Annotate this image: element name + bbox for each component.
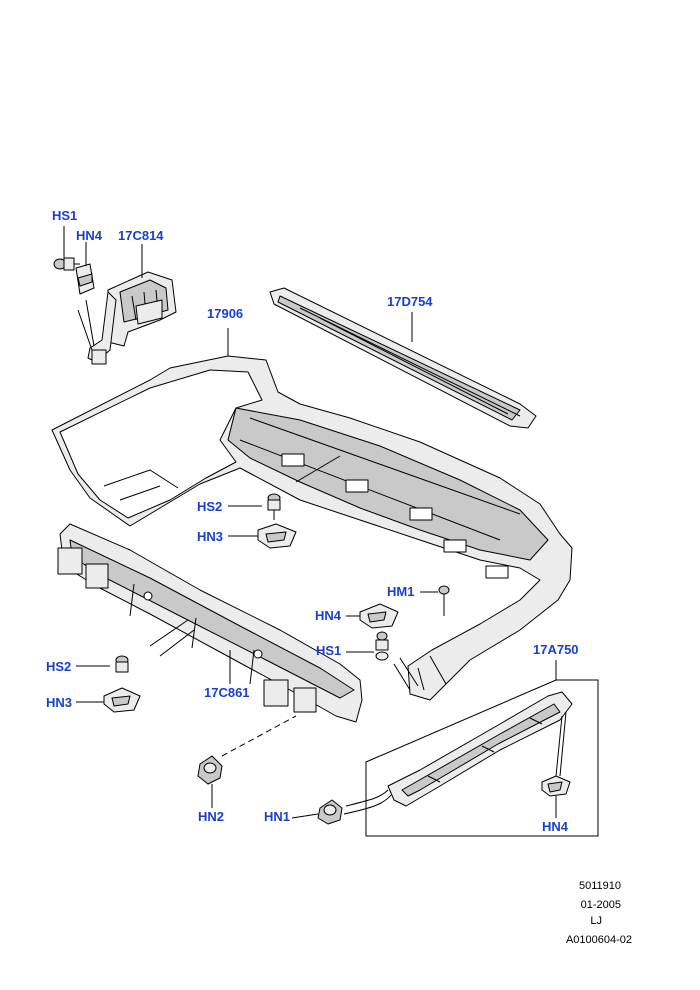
reinforcement-beam-17c861[interactable] (57, 523, 363, 723)
callout-17c861[interactable]: 17C861 (204, 685, 250, 700)
nut-hn1[interactable] (317, 799, 343, 825)
clip-hn4-mid[interactable] (359, 603, 399, 629)
callout-17c814[interactable]: 17C814 (118, 228, 164, 243)
callout-hs1-top[interactable]: HS1 (52, 208, 78, 223)
nut-hn2[interactable] (197, 755, 223, 785)
callout-17a750[interactable]: 17A750 (533, 642, 579, 657)
callout-hn2[interactable]: HN2 (198, 809, 225, 824)
bracket-strap (87, 291, 117, 365)
callout-17906[interactable]: 17906 (207, 306, 244, 321)
callout-hn4-mid[interactable]: HN4 (315, 608, 342, 623)
clip-hn4-bottom[interactable] (541, 775, 571, 797)
detail-inset-frame (365, 679, 599, 837)
callout-hn1[interactable]: HN1 (264, 809, 291, 824)
screw-hs2-left[interactable] (115, 655, 129, 673)
footer-reference-number: 5011910 (578, 880, 621, 892)
screw-hs1-top[interactable] (53, 257, 80, 271)
footer-drawing-id: A0100604-02 (565, 934, 632, 946)
callout-hm1[interactable]: HM1 (387, 584, 415, 599)
footer-initials: LJ (590, 915, 602, 927)
clip-hn3-left[interactable] (103, 687, 141, 713)
callout-hs2-mid[interactable]: HS2 (197, 499, 223, 514)
screw-hs2-mid[interactable] (267, 493, 281, 520)
bracket-17c814[interactable] (107, 271, 177, 347)
step-pad-17d754[interactable] (269, 287, 537, 429)
step-trim-17a750[interactable] (387, 691, 573, 807)
callout-hn3-left[interactable]: HN3 (46, 695, 73, 710)
callout-hn4-top[interactable]: HN4 (76, 228, 103, 243)
screw-hs1-mid[interactable] (375, 631, 389, 661)
callout-hs1-mid[interactable]: HS1 (316, 643, 342, 658)
bumper-cover-17906[interactable] (51, 355, 573, 701)
rivet-hm1[interactable] (438, 585, 450, 616)
callout-hs2-left[interactable]: HS2 (46, 659, 72, 674)
callout-hn4-bottom[interactable]: HN4 (542, 819, 569, 834)
nut-hn4-top[interactable] (75, 263, 95, 295)
footer-date: 01-2005 (580, 899, 621, 911)
clip-hn3-mid[interactable] (257, 523, 297, 549)
callout-17d754[interactable]: 17D754 (387, 294, 433, 309)
callout-hn3-mid[interactable]: HN3 (197, 529, 224, 544)
